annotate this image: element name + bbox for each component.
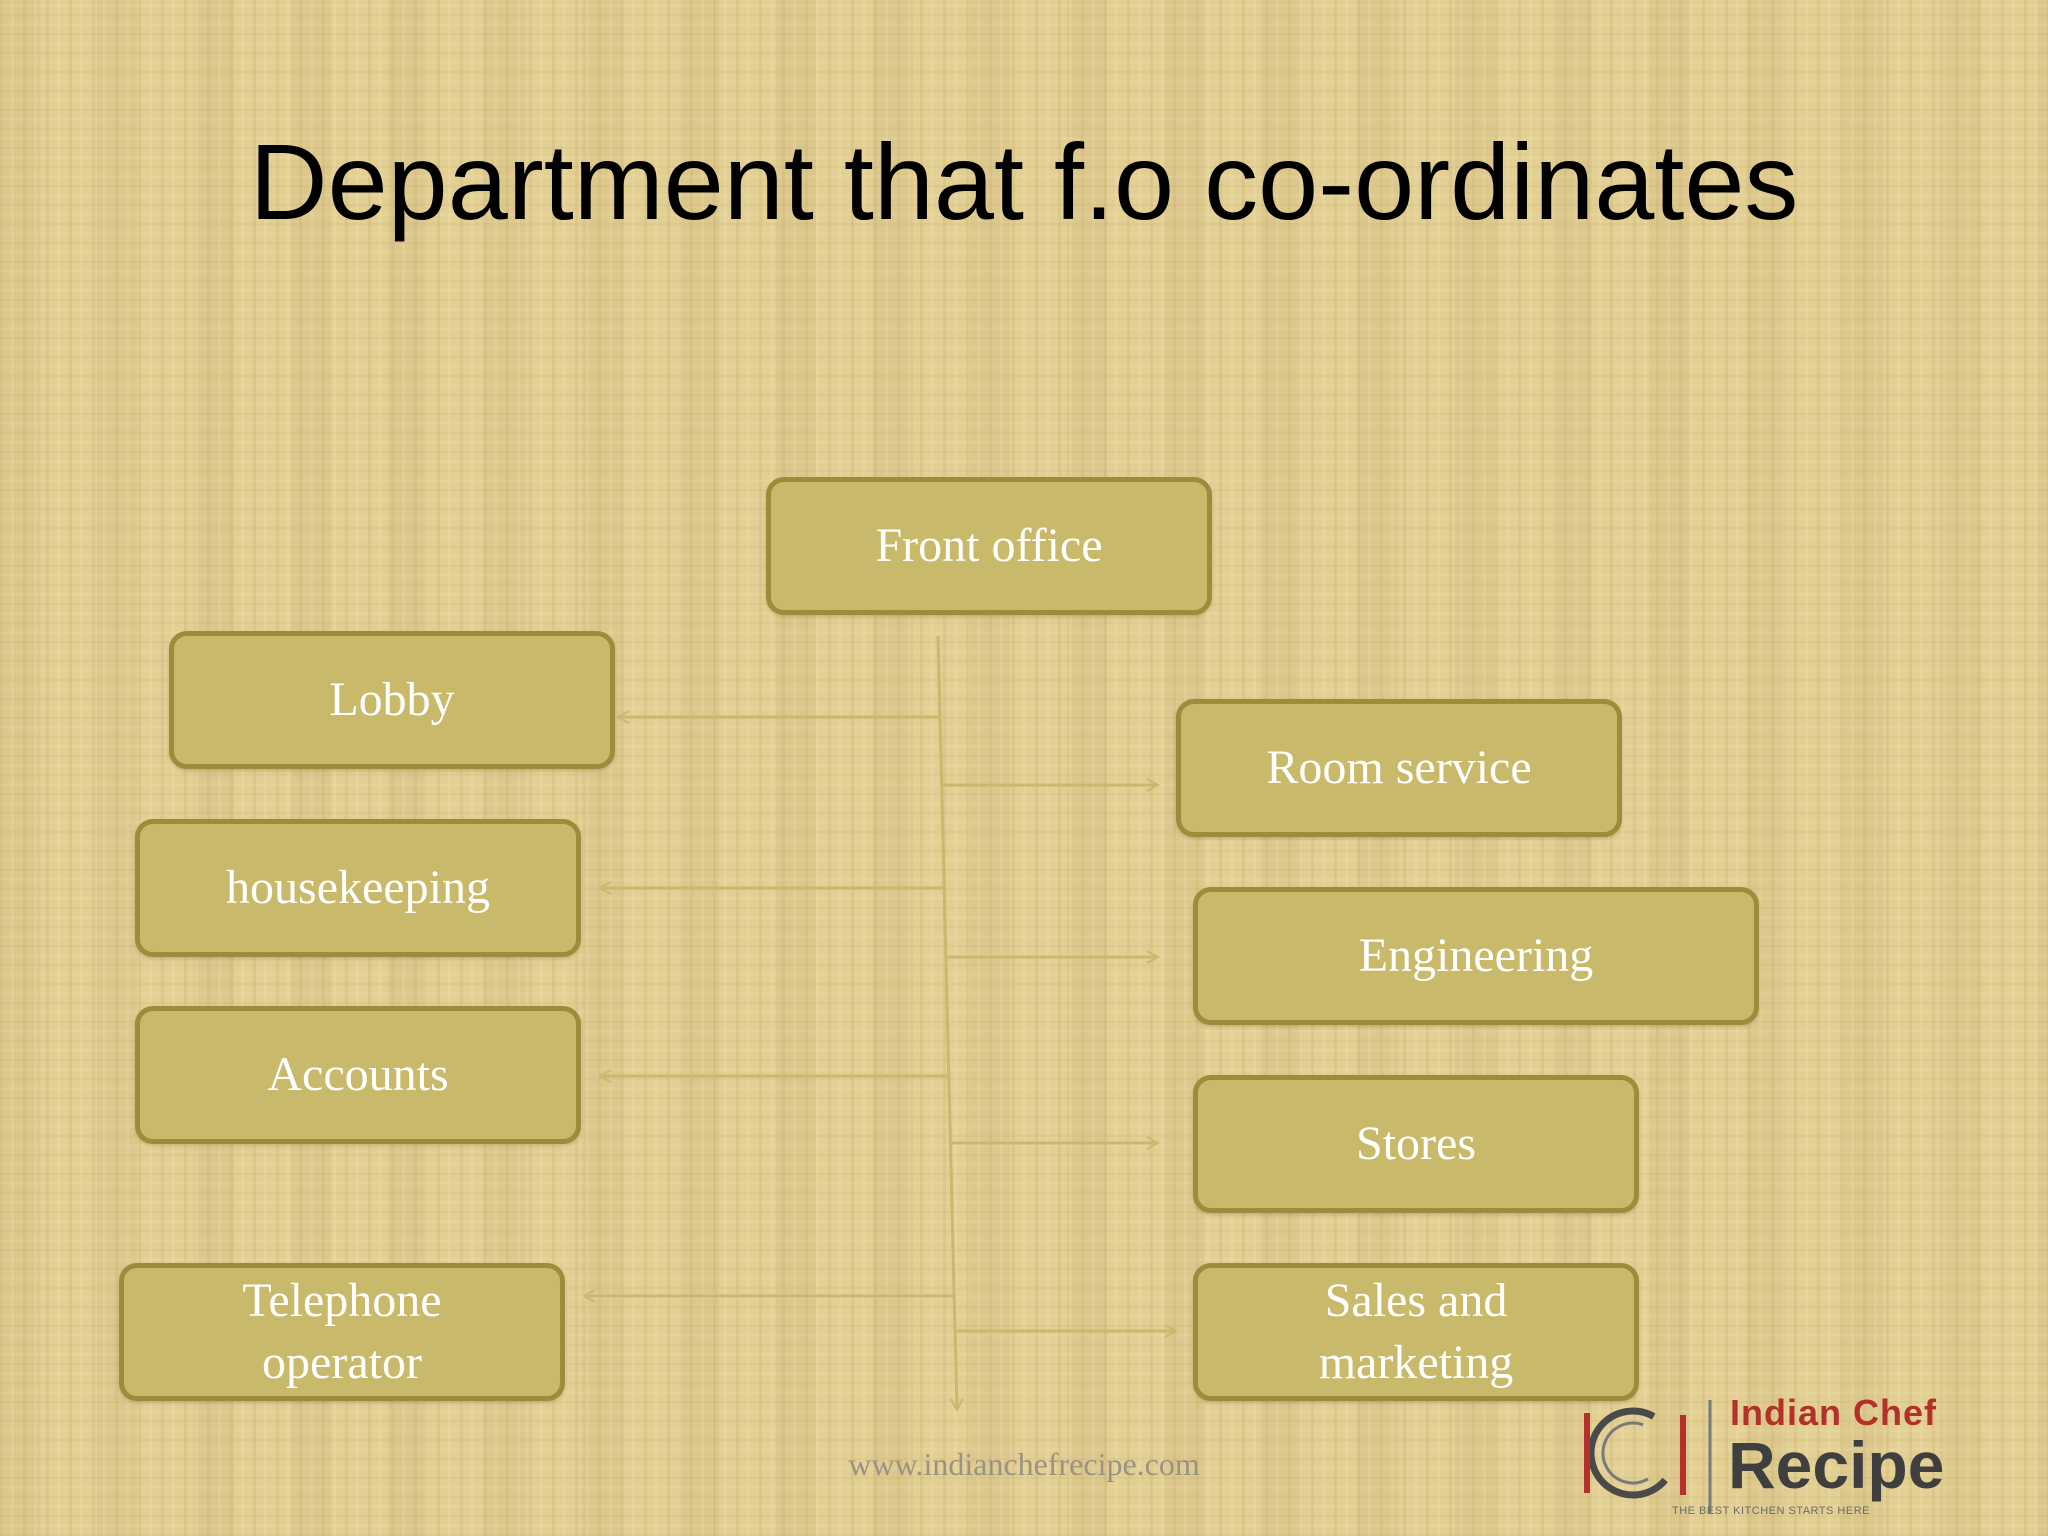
housekeeping-node: housekeeping	[135, 819, 581, 957]
logo-text-recipe: Recipe	[1728, 1428, 1945, 1502]
slide-title: Department that f.o co-ordinates	[249, 121, 1799, 242]
accounts-node: Accounts	[135, 1006, 581, 1144]
front-office-node: Front office	[766, 477, 1212, 615]
lobby-node: Lobby	[169, 631, 615, 769]
room-service-node: Room service	[1176, 699, 1622, 837]
sales-and-marketing-node: Sales and marketing	[1193, 1263, 1639, 1401]
stores-node: Stores	[1193, 1075, 1639, 1213]
trunk-line	[936, 635, 957, 1410]
telephone-operator-node: Telephone operator	[119, 1263, 565, 1401]
logo-text-indian-chef: Indian Chef	[1730, 1392, 1937, 1433]
engineering-node: Engineering	[1193, 887, 1759, 1025]
chef-hat-logo-icon	[1584, 1400, 1712, 1513]
logo-tagline: THE BEST KITCHEN STARTS HERE	[1672, 1505, 1870, 1517]
footer-url: www.indianchefrecipe.com	[848, 1446, 1200, 1482]
